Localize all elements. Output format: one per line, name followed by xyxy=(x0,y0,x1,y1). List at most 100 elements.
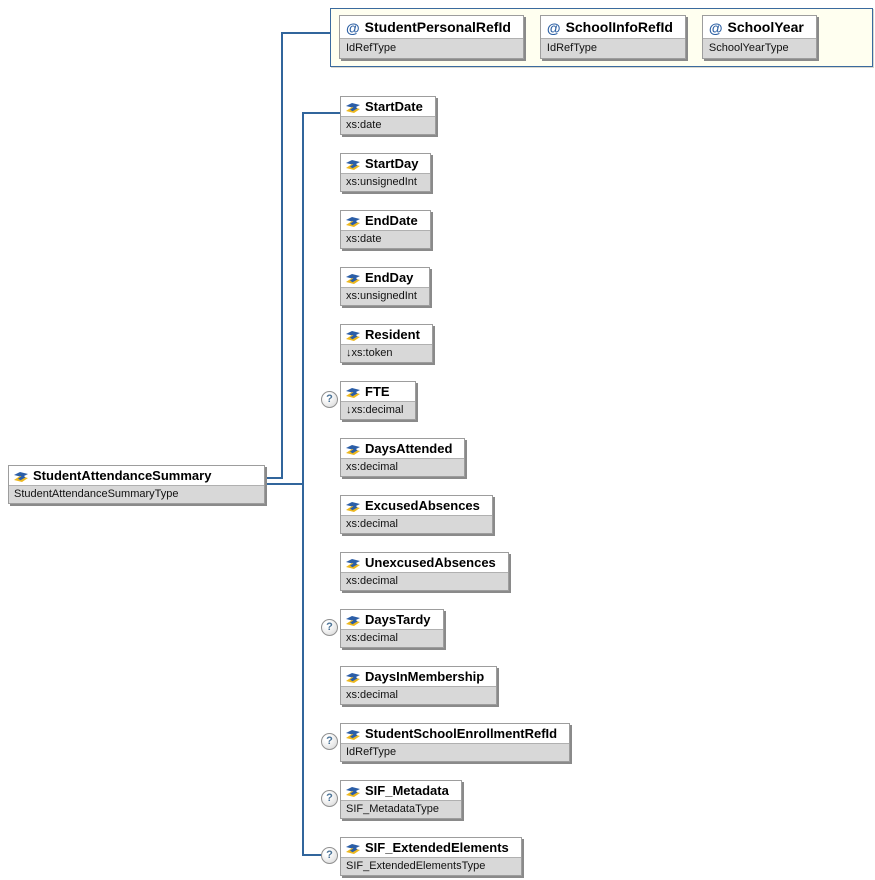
element-icon xyxy=(346,843,360,854)
element-type: xs:decimal xyxy=(341,515,492,533)
element-name: StudentSchoolEnrollmentRefId xyxy=(365,726,558,741)
element-row: ? Resident ↓xs:token xyxy=(340,324,433,363)
element-node[interactable]: FTE ↓xs:decimal xyxy=(340,381,417,420)
element-name: ExcusedAbsences xyxy=(365,498,480,513)
connector-children-trunk-vertical xyxy=(302,112,304,856)
element-icon xyxy=(346,387,360,398)
element-icon xyxy=(346,273,360,284)
element-header: StartDate xyxy=(341,97,435,116)
element-row: ? SIF_Metadata SIF_MetadataType xyxy=(321,780,462,819)
element-header: EndDay xyxy=(341,268,429,287)
element-header: DaysAttended xyxy=(341,439,465,458)
attribute-type: SchoolYearType xyxy=(702,38,816,58)
element-node[interactable]: DaysTardy xs:decimal xyxy=(340,609,444,648)
element-header: StartDay xyxy=(341,154,431,173)
connector-attributes-vertical xyxy=(281,32,283,479)
element-type: xs:unsignedInt xyxy=(341,173,431,191)
root-element-node[interactable]: StudentAttendanceSummary StudentAttendan… xyxy=(8,465,265,504)
attributes-group: @ StudentPersonalRefId IdRefType @ Schoo… xyxy=(330,8,873,67)
element-header: DaysTardy xyxy=(341,610,443,629)
element-name: Resident xyxy=(365,327,420,342)
element-type: xs:decimal xyxy=(341,572,508,590)
element-icon xyxy=(346,615,360,626)
element-node[interactable]: DaysInMembership xs:decimal xyxy=(340,666,498,705)
element-type: xs:date xyxy=(341,116,435,134)
element-name: StartDay xyxy=(365,156,419,171)
attribute-at-icon: @ xyxy=(708,19,723,36)
root-element-name: StudentAttendanceSummary xyxy=(33,468,212,483)
element-row: ? DaysAttended xs:decimal xyxy=(340,438,466,477)
element-row: ? DaysInMembership xs:decimal xyxy=(340,666,498,705)
attribute-at-icon: @ xyxy=(546,19,561,36)
element-row: ? StudentSchoolEnrollmentRefId IdRefType xyxy=(321,723,571,762)
attribute-at-icon: @ xyxy=(346,19,360,36)
element-row: ? SIF_ExtendedElements SIF_ExtendedEleme… xyxy=(321,837,522,876)
element-node[interactable]: StudentSchoolEnrollmentRefId IdRefType xyxy=(340,723,571,762)
attribute-name: SchoolInfoRefId xyxy=(565,19,673,35)
optional-indicator: ? xyxy=(321,790,338,807)
element-icon xyxy=(346,159,360,170)
element-icon xyxy=(346,558,360,569)
element-name: DaysAttended xyxy=(365,441,453,456)
element-name: UnexcusedAbsences xyxy=(365,555,496,570)
root-element-header: StudentAttendanceSummary xyxy=(9,466,264,485)
optional-indicator: ? xyxy=(321,733,338,750)
element-type: xs:unsignedInt xyxy=(341,287,429,305)
element-node[interactable]: StartDay xs:unsignedInt xyxy=(340,153,432,192)
attribute-node[interactable]: @ SchoolInfoRefId IdRefType xyxy=(539,15,686,59)
element-node[interactable]: Resident ↓xs:token xyxy=(340,324,433,363)
element-row: ? EndDay xs:unsignedInt xyxy=(340,267,430,306)
element-name: DaysTardy xyxy=(365,612,431,627)
element-row: ? DaysTardy xs:decimal xyxy=(321,609,444,648)
element-node[interactable]: SIF_ExtendedElements SIF_ExtendedElement… xyxy=(340,837,522,876)
element-name: StartDate xyxy=(365,99,423,114)
element-type: SIF_ExtendedElementsType xyxy=(341,857,521,875)
connector-root-to-attributes-horizontal xyxy=(264,477,283,479)
attribute-type: IdRefType xyxy=(340,38,523,58)
optional-indicator: ? xyxy=(321,847,338,864)
element-icon xyxy=(346,216,360,227)
attribute-name: StudentPersonalRefId xyxy=(364,19,511,35)
attribute-node[interactable]: @ StudentPersonalRefId IdRefType xyxy=(339,15,524,59)
element-row: ? ExcusedAbsences xs:decimal xyxy=(340,495,493,534)
element-header: ExcusedAbsences xyxy=(341,496,492,515)
element-name: DaysInMembership xyxy=(365,669,485,684)
element-node[interactable]: StartDate xs:date xyxy=(340,96,436,135)
element-icon xyxy=(346,444,360,455)
element-name: EndDate xyxy=(365,213,418,228)
element-type: xs:decimal xyxy=(341,458,465,476)
connector-trunk-to-first-child xyxy=(302,112,341,114)
connector-root-to-trunk-horizontal xyxy=(264,483,304,485)
element-header: StudentSchoolEnrollmentRefId xyxy=(341,724,570,743)
element-icon xyxy=(346,501,360,512)
element-icon xyxy=(14,471,28,482)
attribute-node[interactable]: @ SchoolYear SchoolYearType xyxy=(701,15,817,59)
element-type: xs:date xyxy=(341,230,430,248)
element-row: ? StartDay xs:unsignedInt xyxy=(340,153,432,192)
element-header: Resident xyxy=(341,325,432,344)
element-node[interactable]: ExcusedAbsences xs:decimal xyxy=(340,495,493,534)
element-header: SIF_ExtendedElements xyxy=(341,838,521,857)
element-node[interactable]: SIF_Metadata SIF_MetadataType xyxy=(340,780,462,819)
element-node[interactable]: EndDay xs:unsignedInt xyxy=(340,267,430,306)
element-header: DaysInMembership xyxy=(341,667,497,686)
element-header: UnexcusedAbsences xyxy=(341,553,508,572)
attribute-header: @ SchoolYear xyxy=(702,16,816,38)
attribute-type: IdRefType xyxy=(540,38,685,58)
attribute-header: @ SchoolInfoRefId xyxy=(540,16,685,38)
attribute-name: SchoolYear xyxy=(727,19,804,35)
element-type: xs:decimal xyxy=(341,686,497,704)
element-row: ? FTE ↓xs:decimal xyxy=(321,381,417,420)
element-type: IdRefType xyxy=(341,743,570,761)
optional-indicator: ? xyxy=(321,619,338,636)
element-row: ? UnexcusedAbsences xs:decimal xyxy=(340,552,509,591)
element-node[interactable]: DaysAttended xs:decimal xyxy=(340,438,466,477)
element-header: EndDate xyxy=(341,211,430,230)
element-icon xyxy=(346,102,360,113)
element-node[interactable]: EndDate xs:date xyxy=(340,210,431,249)
element-node[interactable]: UnexcusedAbsences xs:decimal xyxy=(340,552,509,591)
connector-attributes-top-horizontal xyxy=(281,32,331,34)
connector-trunk-to-last-child xyxy=(302,854,323,856)
attribute-header: @ StudentPersonalRefId xyxy=(340,16,523,38)
